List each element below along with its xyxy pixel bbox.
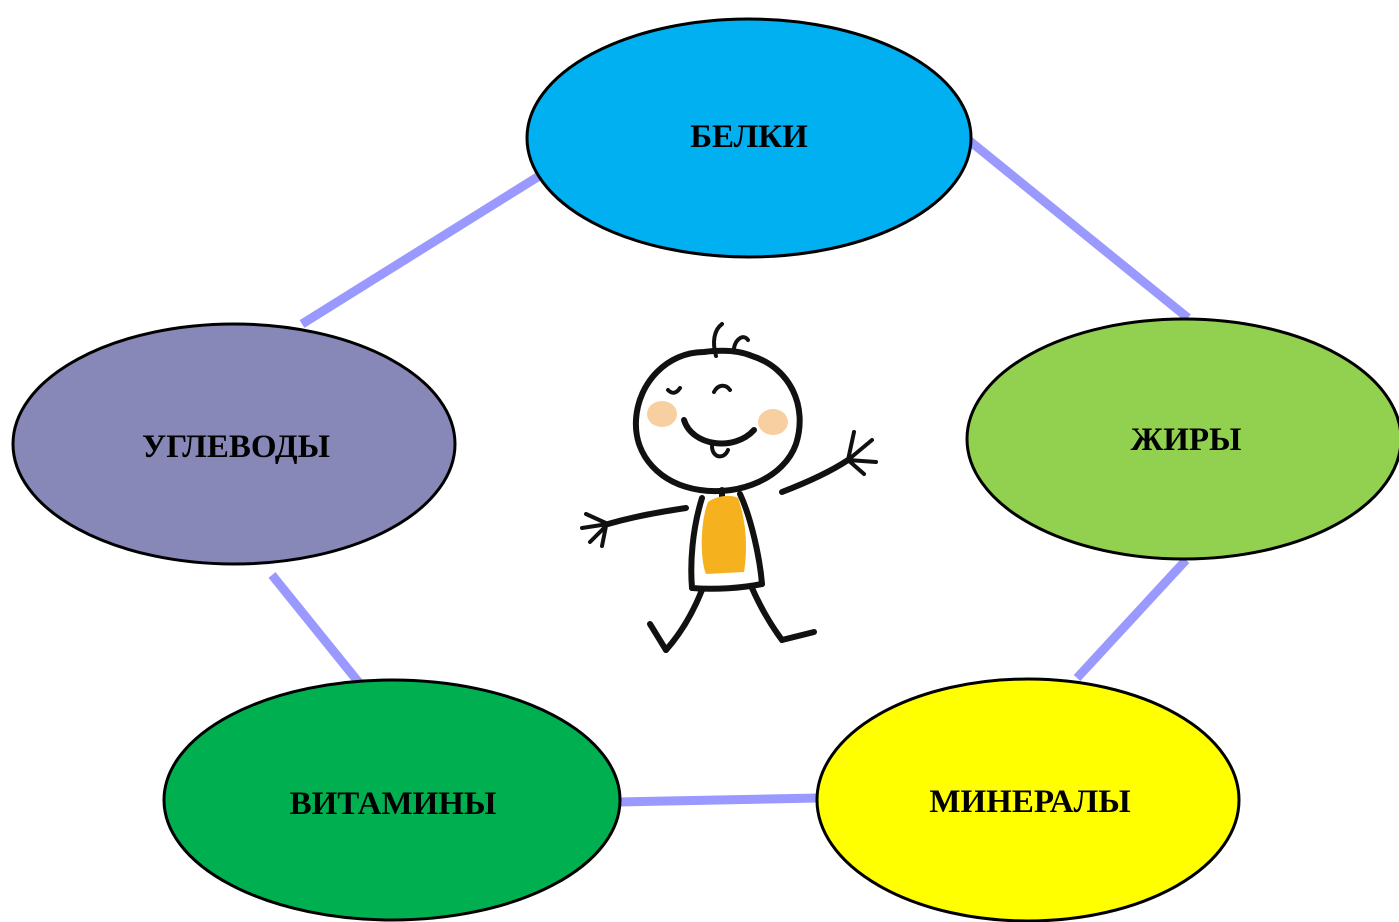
node-uglevody-shape bbox=[11, 322, 457, 566]
stick-figure-child-icon bbox=[580, 322, 878, 653]
node-uglevody: УГЛЕВОДЫ bbox=[11, 322, 457, 566]
left-foot bbox=[647, 621, 669, 653]
connector-vitaminy-uglevody bbox=[268, 572, 364, 687]
connector-uglevody-belki bbox=[299, 169, 547, 328]
right-leg bbox=[749, 585, 785, 643]
node-belki-label: БЕЛКИ bbox=[690, 119, 808, 155]
body-right-side bbox=[737, 491, 765, 587]
body-left-side bbox=[688, 495, 705, 591]
right-foot bbox=[779, 629, 817, 643]
left-eye bbox=[666, 386, 682, 395]
connector-zhiry-mineraly bbox=[1073, 556, 1190, 682]
right-eye bbox=[712, 383, 732, 394]
left-hand-fingers bbox=[580, 512, 610, 548]
node-zhiry: ЖИРЫ bbox=[965, 317, 1399, 561]
node-belki: БЕЛКИ bbox=[525, 17, 973, 259]
node-vitaminy-label: ВИТАМИНЫ bbox=[290, 786, 497, 822]
right-hand-fingers bbox=[846, 430, 878, 476]
node-vitaminy: ВИТАМИНЫ bbox=[162, 678, 622, 922]
node-uglevody-label: УГЛЕВОДЫ bbox=[142, 429, 330, 465]
left-leg bbox=[663, 587, 705, 653]
node-mineraly-shape bbox=[815, 677, 1241, 922]
shirt bbox=[701, 495, 746, 574]
node-mineraly: МИНЕРАЛЫ bbox=[815, 677, 1241, 922]
body-bottom bbox=[689, 581, 765, 592]
node-zhiry-shape bbox=[965, 317, 1399, 561]
head bbox=[632, 347, 803, 495]
node-vitaminy-shape bbox=[162, 678, 622, 922]
connector-belki-zhiry bbox=[963, 134, 1191, 322]
node-mineraly-label: МИНЕРАЛЫ bbox=[929, 784, 1130, 820]
right-arm bbox=[779, 457, 851, 495]
right-cheek bbox=[758, 409, 788, 435]
tongue bbox=[710, 444, 730, 459]
node-belki-shape bbox=[525, 17, 973, 259]
mouth bbox=[681, 417, 757, 447]
node-zhiry-label: ЖИРЫ bbox=[1131, 422, 1242, 458]
left-arm bbox=[605, 505, 689, 527]
hair-curl bbox=[732, 335, 750, 350]
connectors bbox=[268, 134, 1191, 807]
connector-mineraly-vitaminy bbox=[617, 793, 819, 807]
left-cheek bbox=[647, 401, 677, 427]
